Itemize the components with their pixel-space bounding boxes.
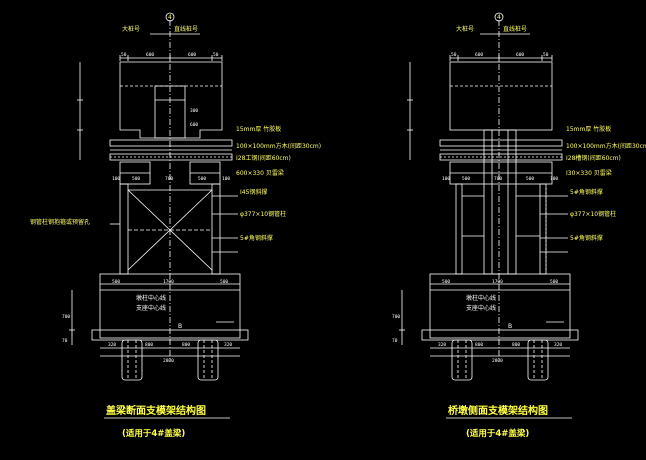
left-drawing: [69, 12, 249, 381]
right-callout-1: 100×100mm方木(间距30cm): [566, 142, 646, 150]
right-drawing: [399, 12, 579, 381]
right-axis-number: 4: [497, 14, 501, 21]
left-top-dim-3: 50: [213, 52, 219, 58]
right-bottom-dim-1: 800: [475, 342, 483, 348]
left-axis-bubble: [165, 12, 175, 22]
left-beam-dim-4: 100: [222, 176, 230, 182]
left-axis-number: 4: [168, 14, 172, 21]
left-top-dim-1: 600: [146, 52, 154, 58]
left-side-dim-0: 70: [62, 338, 68, 344]
right-footing-note-2: 支座中心线: [466, 304, 496, 312]
right-bottom-dim-0: 320: [438, 342, 446, 348]
left-beam-dim-3: 500: [198, 176, 206, 182]
left-callout-0: 15mm厚 竹胶板: [236, 125, 281, 133]
left-pile-left: [121, 339, 143, 381]
left-drawing-subtitle: (适用于4#盖梁): [122, 428, 185, 439]
left-callout-3: 600×330 贝雷梁: [236, 169, 284, 177]
right-beam-dim-2: 700: [494, 176, 502, 182]
left-side-dim-1: 700: [62, 314, 70, 320]
right-callout-2: I28槽钢(间距60cm): [566, 154, 621, 162]
left-top-right-label: 直线桩号: [174, 25, 198, 33]
right-side-dim-1: 700: [392, 314, 400, 320]
left-top-left-label: 大桩号: [122, 25, 140, 33]
left-bottom-dim-0: 320: [108, 342, 116, 348]
left-callout-5: φ377×10钢管柱: [240, 210, 286, 218]
left-cross-bracing: [127, 189, 213, 271]
right-beam-dim-4: 100: [550, 176, 558, 182]
left-top-dim-2: 600: [188, 52, 196, 58]
left-callout-4: I45钢斜撑: [240, 188, 267, 196]
left-text: 大桩号 4 直线桩号 50 600 600 50 15mm厚 竹胶板 100×1…: [30, 14, 321, 439]
right-top-right-label: 直线桩号: [503, 25, 527, 33]
left-footing: [99, 273, 241, 339]
right-footing-dim-1: 1700: [492, 279, 503, 285]
right-pipe-column-left: [455, 183, 463, 275]
right-pipe-column-right: [539, 183, 547, 275]
left-footing-dim-0: 500: [112, 279, 120, 285]
right-cap-beam: [449, 61, 553, 131]
right-base-label: B: [508, 323, 512, 330]
right-top-dim-2: 600: [516, 52, 524, 58]
left-beam-dim-1: 500: [132, 176, 140, 182]
right-footing-dim-0: 500: [442, 279, 450, 285]
right-drawing-subtitle: (适用于4#盖梁): [466, 428, 529, 439]
left-footing-note-1: 墩柱中心线: [136, 294, 166, 302]
right-bottom-dim-3: 320: [554, 342, 562, 348]
right-footing-dim-2: 500: [550, 279, 558, 285]
left-callout-6: 5#角钢斜撑: [240, 234, 273, 242]
right-footing-note-1: 墩柱中心线: [466, 294, 496, 302]
left-bottom-dim-2: 800: [182, 342, 190, 348]
left-drawing-title: 盖梁断面支模架结构图: [106, 404, 206, 417]
left-pipe-column-left: [119, 183, 129, 275]
left-top-dim-0: 50: [121, 52, 127, 58]
right-top-left-label: 大桩号: [456, 25, 474, 33]
right-pile-left: [451, 339, 473, 381]
right-beam-dim-3: 500: [526, 176, 534, 182]
left-callout-2: I28工钢(间距60cm): [236, 154, 291, 162]
left-cap-beam: [119, 61, 223, 139]
left-beam-dim-2: 700: [165, 176, 173, 182]
right-drawing-title: 桥墩侧面支模架结构图: [448, 404, 548, 417]
right-pile-right: [527, 339, 549, 381]
right-footing-width: 2800: [492, 358, 503, 364]
right-beam-dim-1: 500: [462, 176, 470, 182]
right-bottom-dim-2: 800: [512, 342, 520, 348]
right-callout-5: φ377×10钢管柱: [570, 210, 616, 218]
right-callout-0: 15mm厚 竹胶板: [566, 125, 611, 133]
left-callout-left: 钢管柱钢抱箍或预留孔: [30, 218, 90, 226]
right-beam-dim-0: 100: [442, 176, 450, 182]
left-footing-note-2: 支座中心线: [136, 304, 166, 312]
right-callout-6: 5#角钢斜撑: [570, 234, 603, 242]
left-base-label: B: [178, 323, 182, 330]
left-footing-dim-2: 500: [220, 279, 228, 285]
left-callout-1: 100×100mm方木(间距30cm): [236, 142, 321, 150]
left-footing-dim-1: 1700: [163, 279, 174, 285]
left-footing-width: 2800: [163, 358, 174, 364]
left-formwork-panel: [109, 139, 233, 147]
right-top-dim-0: 50: [451, 52, 457, 58]
right-side-dim-0: 70: [392, 338, 398, 344]
right-pier-column: [483, 129, 517, 275]
right-callout-3: I30×330 贝雷梁: [566, 169, 612, 177]
left-pipe-column-right: [211, 183, 221, 275]
left-inner-dim-0: 600: [190, 122, 198, 128]
right-top-dim-1: 600: [475, 52, 483, 58]
right-top-dim-3: 50: [543, 52, 549, 58]
right-callout-4: 5#角钢斜撑: [570, 188, 603, 196]
left-bottom-dim-3: 320: [224, 342, 232, 348]
left-pile-right: [197, 339, 219, 381]
right-axis-bubble: [494, 12, 504, 22]
left-bottom-dim-1: 800: [145, 342, 153, 348]
right-formwork-panel: [439, 139, 563, 147]
left-inner-dim-1: 300: [190, 108, 198, 114]
right-text: 大桩号 4 直线桩号 50 600 600 50 15mm厚 竹胶板 100×1…: [392, 14, 646, 439]
left-beam-dim-0: 100: [112, 176, 120, 182]
right-footing: [429, 273, 571, 339]
